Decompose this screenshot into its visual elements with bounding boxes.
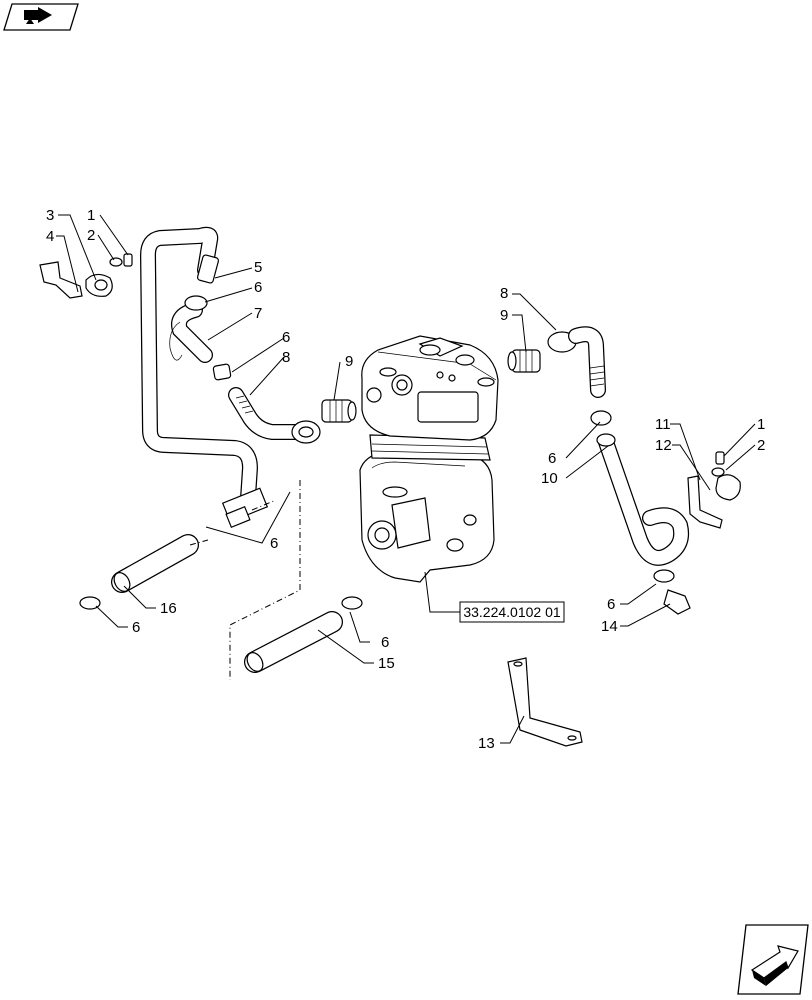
left-pipe-assembly bbox=[39, 226, 269, 529]
callout-8: 8 bbox=[500, 285, 508, 302]
callout-6: 6 bbox=[132, 619, 140, 636]
callout-5: 5 bbox=[254, 259, 262, 276]
callout-8: 8 bbox=[282, 349, 290, 366]
callout-6: 6 bbox=[548, 450, 556, 467]
callout-6: 6 bbox=[254, 279, 262, 296]
callout-labels: 1 2 3 4 5 6 7 6 8 9 8 9 11 1 12 2 6 10 6… bbox=[46, 207, 765, 752]
callout-4: 4 bbox=[46, 228, 54, 245]
navigate-back-icon[interactable] bbox=[3, 3, 79, 31]
hose-15 bbox=[244, 596, 363, 673]
callout-3: 3 bbox=[46, 207, 54, 224]
callout-15: 15 bbox=[378, 655, 395, 672]
callout-2: 2 bbox=[757, 437, 765, 454]
navigate-forward-icon[interactable] bbox=[737, 924, 809, 995]
hose-16 bbox=[79, 534, 199, 610]
reference-box[interactable]: 33.224.0102 01 bbox=[424, 571, 565, 623]
callout-14: 14 bbox=[601, 618, 618, 635]
callout-6: 6 bbox=[282, 329, 290, 346]
callout-2: 2 bbox=[87, 227, 95, 244]
callout-10: 10 bbox=[541, 470, 558, 487]
callout-1: 1 bbox=[757, 416, 765, 433]
callout-7: 7 bbox=[254, 305, 262, 322]
callout-13: 13 bbox=[478, 735, 495, 752]
bracket-13 bbox=[507, 657, 583, 747]
right-pipe-assembly bbox=[590, 410, 741, 615]
callout-11: 11 bbox=[655, 416, 671, 433]
callout-12: 12 bbox=[655, 437, 672, 454]
reference-label: 33.224.0102 01 bbox=[463, 604, 561, 620]
fitting-9-left bbox=[321, 399, 357, 423]
callout-9: 9 bbox=[500, 307, 508, 324]
leader-lines bbox=[56, 214, 756, 744]
callout-6: 6 bbox=[607, 596, 615, 613]
air-compressor bbox=[359, 335, 499, 583]
callout-16: 16 bbox=[160, 600, 177, 617]
guide-lines bbox=[189, 480, 301, 680]
hose-8-left bbox=[228, 387, 321, 444]
hose-8-right bbox=[547, 326, 606, 398]
callout-9: 9 bbox=[345, 353, 353, 370]
callout-6: 6 bbox=[381, 634, 389, 651]
callout-6: 6 bbox=[270, 535, 278, 552]
fitting-9-right bbox=[507, 349, 541, 373]
callout-1: 1 bbox=[87, 207, 95, 224]
